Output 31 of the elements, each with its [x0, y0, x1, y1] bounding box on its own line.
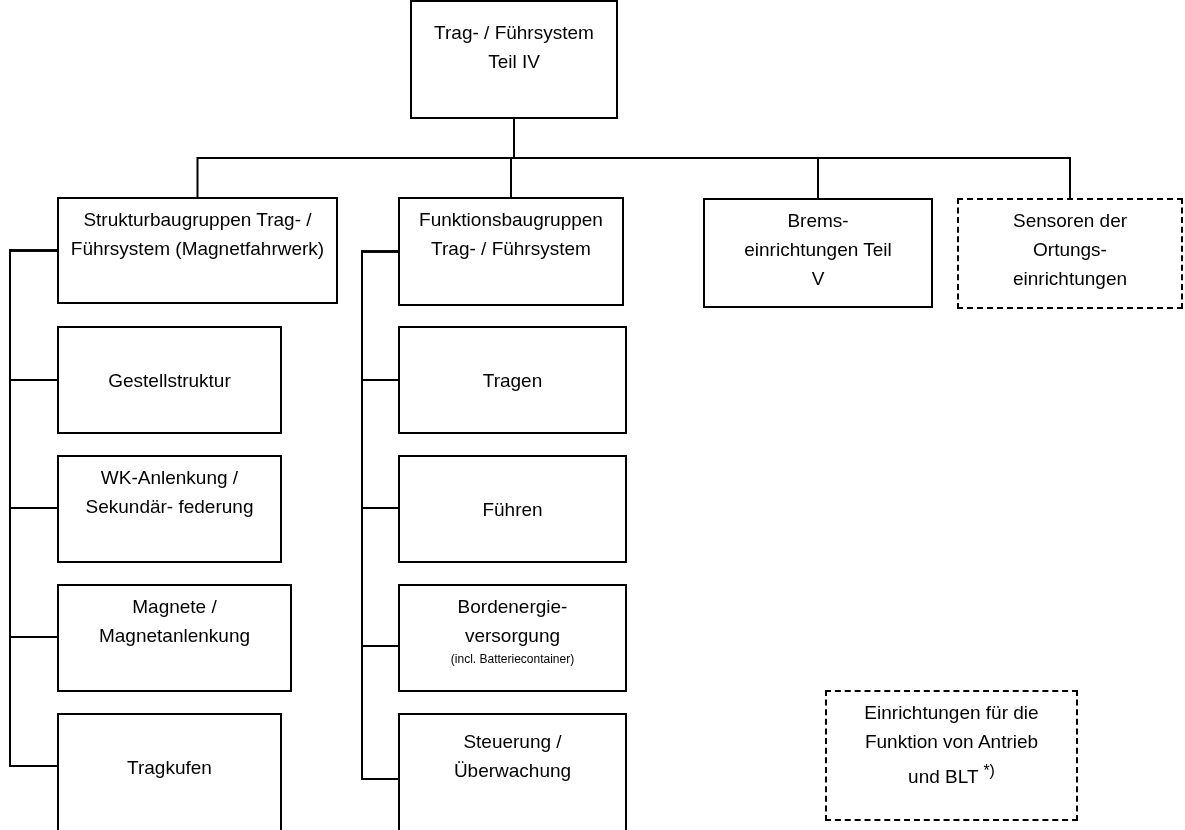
connector-line [361, 250, 399, 780]
box-label: Strukturbaugruppen Trag- / Führsystem (Magnetfahrwerk) [69, 208, 326, 261]
box-label: Tragen [481, 369, 544, 393]
process-box [398, 197, 624, 306]
process-box [57, 455, 282, 563]
process-box [703, 198, 933, 308]
connector-line [9, 249, 58, 767]
box-label: Trag- / Führsystem Teil IV [433, 21, 595, 74]
box-label: Gestellstruktur [107, 369, 232, 393]
dashed-box [957, 198, 1183, 309]
box-note: (incl. Batteriecontainer) [449, 651, 576, 668]
process-box [57, 713, 282, 830]
box-label: Funktionsbaugruppen Trag- / Führsystem [418, 208, 604, 261]
box-label: Brems- einrichtungen Teil V [743, 209, 893, 291]
process-box [410, 0, 618, 119]
process-box [398, 713, 627, 830]
box-label: Einrichtungen für die Funktion von Antrieb und BLT $^{*)}$ [863, 701, 1040, 790]
process-box [57, 197, 338, 304]
box-label: Führen [481, 498, 544, 522]
box-label: Steuerung / Überwachung [452, 730, 573, 783]
process-box [398, 584, 627, 692]
box-label: Magnete / Magnetanlenkung [97, 595, 252, 648]
box-label: Tragkufen [126, 756, 213, 780]
process-box [57, 326, 282, 434]
box-label: WK-Anlenkung / Sekundär- federung [84, 466, 255, 519]
box-label: Bordenergie- versorgung [456, 595, 569, 648]
box-label: Sensoren der Ortungs- einrichtungen [1011, 209, 1129, 291]
process-box [398, 455, 627, 563]
process-box [398, 326, 627, 434]
process-box [57, 584, 292, 692]
dashed-box [825, 690, 1078, 821]
